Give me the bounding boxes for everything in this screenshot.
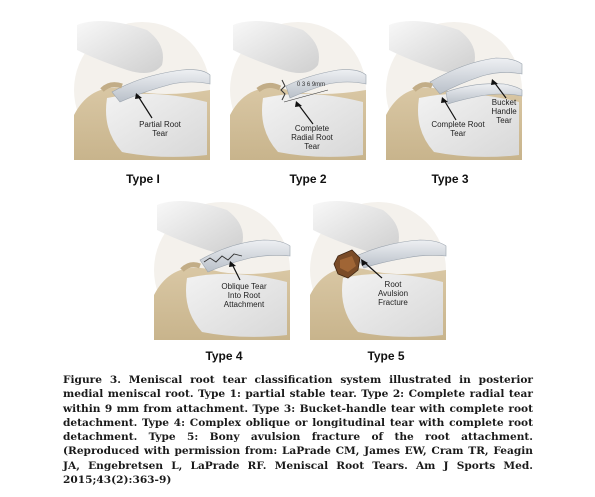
label-type-4: Type 4 xyxy=(205,349,243,363)
knee-illustration-type-3 xyxy=(386,21,523,160)
annotation-line: Fracture xyxy=(378,298,408,307)
panel-type-4: Oblique Tear Into Root Attachment xyxy=(152,200,292,340)
annotation-line: Complete Root xyxy=(431,120,485,129)
scale-marker: 0 3 6 9mm xyxy=(296,82,326,88)
annotation-line: Complete xyxy=(294,124,330,133)
annotation-line: Root xyxy=(384,280,402,289)
knee-illustration-type-1 xyxy=(74,21,211,160)
panel-type-5: Root Avulsion Fracture xyxy=(308,200,448,340)
annotation-line: Bucket xyxy=(491,98,517,107)
annotation-bucket-handle-tear: Bucket Handle Tear xyxy=(484,98,524,125)
annotation-line: Into Root xyxy=(227,291,261,300)
knee-illustration-type-5 xyxy=(310,201,447,340)
figure-caption: Figure 3. Meniscal root tear classificat… xyxy=(63,374,533,487)
label-type-1: Type I xyxy=(126,172,160,186)
annotation-line: Tear xyxy=(450,129,466,138)
annotation-root-avulsion-fracture: Root Avulsion Fracture xyxy=(368,280,418,307)
annotation-line: Partial Root xyxy=(139,120,181,129)
knee-illustration-type-2 xyxy=(230,21,367,160)
label-type-2: Type 2 xyxy=(289,172,327,186)
annotation-line: Tear xyxy=(304,142,320,151)
annotation-line: Tear xyxy=(152,129,168,138)
annotation-line: Attachment xyxy=(223,300,265,309)
annotation-partial-root-tear: Partial Root Tear xyxy=(130,120,190,138)
annotation-oblique-tear: Oblique Tear Into Root Attachment xyxy=(214,282,274,309)
annotation-line: Radial Root xyxy=(291,133,333,142)
label-type-5: Type 5 xyxy=(367,349,405,363)
label-type-3: Type 3 xyxy=(431,172,469,186)
annotation-line: Avulsion xyxy=(377,289,409,298)
annotation-line: Oblique Tear xyxy=(221,282,267,291)
panel-type-3: Complete Root Tear Bucket Handle Tear xyxy=(384,20,524,160)
annotation-complete-root-tear: Complete Root Tear xyxy=(428,120,488,138)
panel-type-2: 0 3 6 9mm Complete Radial Root Tear xyxy=(228,20,368,160)
annotation-line: Handle Tear xyxy=(491,107,517,125)
panel-type-1: Partial Root Tear xyxy=(72,20,212,160)
knee-illustration-type-4 xyxy=(154,201,291,340)
annotation-complete-radial-root-tear: Complete Radial Root Tear xyxy=(280,124,344,151)
